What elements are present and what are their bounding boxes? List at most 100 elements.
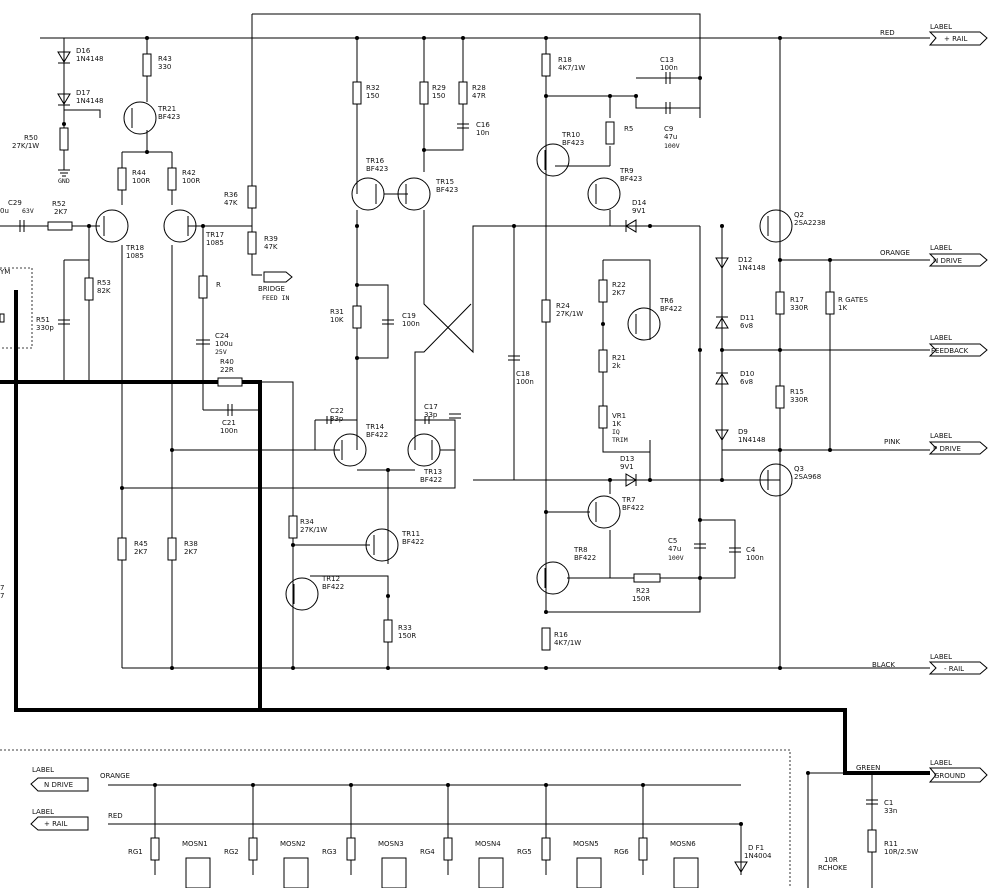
svg-text:VR1: VR1 [612,412,626,420]
resistors [0,53,877,861]
svg-text:C21: C21 [222,419,236,427]
svg-text:TRIM: TRIM [612,436,628,444]
svg-text:2K7: 2K7 [54,208,68,216]
svg-text:6v8: 6v8 [740,322,753,330]
svg-text:BF423: BF423 [620,175,642,183]
svg-text:C22: C22 [330,407,344,415]
svg-text:R23: R23 [636,587,650,595]
svg-text:LABEL: LABEL [930,653,952,661]
svg-text:100V: 100V [664,142,680,150]
svg-text:BF423: BF423 [562,139,584,147]
svg-text:RG5: RG5 [517,848,532,856]
svg-text:47u: 47u [668,545,681,553]
svg-text:27K/1W: 27K/1W [12,142,39,150]
svg-text:MOSN2: MOSN2 [280,840,306,848]
svg-text:82K: 82K [97,287,111,295]
svg-text:BF423: BF423 [366,165,388,173]
svg-text:N DRIVE: N DRIVE [44,781,73,789]
svg-text:150R: 150R [632,595,650,603]
svg-text:47u: 47u [664,133,677,141]
svg-text:TR11: TR11 [401,530,420,538]
svg-text:D16: D16 [76,47,91,55]
svg-text:63V: 63V [22,207,34,215]
svg-text:BF422: BF422 [322,583,344,591]
wires [0,13,930,888]
svg-text:D17: D17 [76,89,90,97]
svg-text:IQ: IQ [612,428,620,436]
svg-text:TR12: TR12 [321,575,340,583]
net-label-minus-rail: LABEL - RAIL BLACK [872,653,988,675]
svg-text:100u: 100u [215,340,233,348]
svg-text:100n: 100n [516,378,534,386]
svg-text:R33: R33 [398,624,412,632]
svg-text:BF422: BF422 [660,305,682,313]
svg-text:9V1: 9V1 [632,207,646,215]
svg-text:BF423: BF423 [436,186,458,194]
svg-text:TR14: TR14 [365,423,385,431]
svg-text:TR13: TR13 [423,468,442,476]
svg-text:FEED IN: FEED IN [262,294,289,302]
svg-text:R43: R43 [158,55,172,63]
svg-text:D13: D13 [620,455,634,463]
transistors [95,101,793,611]
svg-text:10R/2.5W: 10R/2.5W [884,848,918,856]
svg-text:R11: R11 [884,840,898,848]
svg-text:C19: C19 [402,312,416,320]
svg-text:BF422: BF422 [420,476,442,484]
svg-text:R51: R51 [36,316,50,324]
svg-text:150: 150 [432,92,445,100]
svg-text:27K/1W: 27K/1W [300,526,327,534]
svg-text:R29: R29 [432,84,446,92]
net-label-bottom-plus-rail: LABEL + RAIL RED [30,808,123,831]
svg-text:R50: R50 [24,134,38,142]
svg-text:RG6: RG6 [614,848,629,856]
svg-text:LABEL: LABEL [32,766,54,774]
net-label-bottom-n-drive: LABEL N DRIVE ORANGE [30,766,130,792]
svg-text:2K7: 2K7 [612,289,626,297]
svg-text:N DRIVE: N DRIVE [933,257,962,265]
svg-text:47R: 47R [472,92,486,100]
svg-text:100n: 100n [402,320,420,328]
svg-text:C1: C1 [884,799,893,807]
svg-text:1N4004: 1N4004 [744,852,772,860]
svg-text:PINK: PINK [884,438,901,446]
mosfet-labels: MOSN1 MOSN2 MOSN3 MOSN4 MOSN5 MOSN6 RG1 … [128,840,696,856]
svg-text:ORANGE: ORANGE [100,772,130,780]
svg-text:C16: C16 [476,121,490,129]
svg-text:R36: R36 [224,191,238,199]
svg-text:D9: D9 [738,428,748,436]
svg-text:Q2: Q2 [794,211,804,219]
svg-text:R18: R18 [558,56,572,64]
svg-text:C17: C17 [424,403,438,411]
svg-text:Q3: Q3 [794,465,804,473]
svg-text:R28: R28 [472,84,486,92]
svg-text:6v8: 6v8 [740,378,753,386]
svg-text:33p: 33p [330,415,344,423]
svg-text:1K: 1K [838,304,847,312]
svg-text:7: 7 [0,584,4,592]
svg-text:1085: 1085 [206,239,224,247]
svg-text:2K7: 2K7 [134,548,148,556]
svg-text:RG3: RG3 [322,848,337,856]
ground-symbol: GND [58,169,70,185]
svg-text:RG4: RG4 [420,848,435,856]
svg-text:R21: R21 [612,354,626,362]
svg-text:100n: 100n [220,427,238,435]
svg-text:FEEDBACK: FEEDBACK [931,347,969,355]
svg-text:100R: 100R [182,177,200,185]
svg-text:R17: R17 [790,296,804,304]
svg-text:7: 7 [0,592,4,600]
svg-text:BF422: BF422 [366,431,388,439]
svg-text:BF422: BF422 [402,538,424,546]
svg-text:4K7/1W: 4K7/1W [554,639,581,647]
svg-text:9V1: 9V1 [620,463,634,471]
svg-text:C29: C29 [8,199,22,207]
svg-text:TR18: TR18 [125,244,144,252]
ground-bus [0,290,930,775]
svg-text:100n: 100n [746,554,764,562]
capacitors [19,72,878,805]
svg-text:R16: R16 [554,631,568,639]
svg-text:P DRIVE: P DRIVE [933,445,961,453]
